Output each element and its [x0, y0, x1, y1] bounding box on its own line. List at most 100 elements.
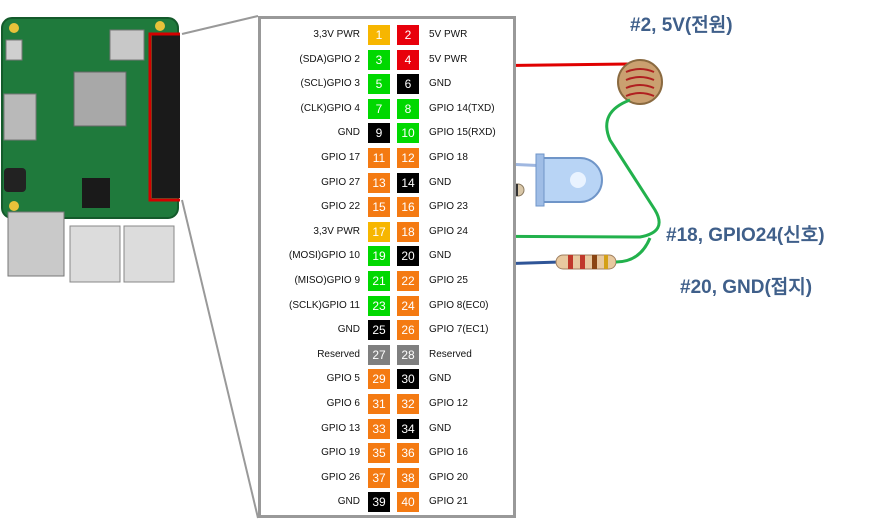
pin-number-right: 40: [397, 492, 419, 513]
pin-number-right: 28: [397, 344, 419, 365]
pin-number-left: 25: [368, 320, 390, 341]
pin-number-left: 11: [368, 148, 390, 168]
pin-label-left: GPIO 5: [326, 373, 360, 385]
pin-label-left: GPIO 13: [321, 422, 360, 434]
pin-label-right: GND: [429, 373, 452, 385]
pin-label-right: GND: [429, 422, 452, 434]
pin-number-left: 3: [368, 49, 390, 70]
pin-label-left: 3,3V PWR: [313, 29, 360, 40]
pin-label-left: GPIO 26: [321, 471, 360, 483]
usb-power-port-icon: [5, 39, 23, 61]
pin-label-right: GPIO 18: [429, 152, 468, 163]
mounting-hole-icon: [9, 201, 19, 211]
pin-number-left: 31: [368, 394, 390, 414]
raspberry-pi-board: [1, 17, 180, 283]
resistor-to-signal-wire: [615, 237, 652, 264]
pin-label-right: GPIO 24: [429, 225, 468, 237]
pin-label-right: GPIO 23: [429, 201, 468, 213]
pin-label-right: 5V PWR: [429, 53, 468, 65]
sensor-signal-wire: [419, 98, 661, 239]
pin-number-left: 7: [368, 98, 390, 119]
gpio-header-pins-icon: [148, 32, 180, 202]
pin-label-right: GPIO 16: [429, 447, 468, 459]
pin-label-left: (CLK)GPIO 4: [300, 102, 360, 114]
pin-label-left: GPIO 6: [326, 398, 360, 409]
photoresistor-icon: [617, 59, 663, 105]
pin-number-left: 23: [368, 295, 390, 316]
pin-row: (MOSI)GPIO 10 19 20 GND: [261, 244, 513, 268]
pin-label-right: GPIO 20: [429, 471, 468, 483]
pin-row: GPIO 17 11 12 GPIO 18: [261, 146, 513, 170]
ethernet-port-icon: [7, 211, 65, 277]
pin-label-right: Reserved: [429, 348, 472, 360]
audio-jack-icon: [4, 168, 26, 192]
pin-number-left: 19: [368, 246, 390, 267]
pin-label-left: Reserved: [317, 348, 360, 360]
pin-label-right: GPIO 15(RXD): [429, 127, 496, 139]
mounting-hole-icon: [9, 23, 19, 33]
pin-number-right: 6: [397, 74, 419, 95]
hdmi-port-icon: [3, 93, 37, 141]
pin-number-right: 4: [397, 49, 419, 70]
wireless-chip-icon: [109, 29, 145, 61]
pin-number-left: 13: [368, 172, 390, 193]
pin-label-left: GND: [337, 496, 360, 508]
pin-number-right: 26: [397, 320, 419, 341]
pin-label-right: GPIO 25: [429, 275, 468, 286]
pin-number-right: 16: [397, 197, 419, 218]
blue-led-icon: [535, 153, 603, 207]
pin-number-left: 29: [368, 369, 390, 390]
usb-port-icon: [69, 225, 121, 283]
pin-number-right: 10: [397, 123, 419, 144]
pin-label-right: GPIO 14(TXD): [429, 102, 495, 114]
pin-number-left: 9: [368, 123, 390, 144]
pin-number-right: 36: [397, 443, 419, 464]
pin-label-left: GPIO 19: [321, 447, 360, 459]
pin-row: GND 25 26 GPIO 7(EC1): [261, 318, 513, 342]
pin-label-right: GND: [429, 176, 452, 188]
pin-number-left: 5: [368, 74, 390, 95]
pin-label-left: GPIO 22: [321, 201, 360, 213]
pin-label-right: GPIO 7(EC1): [429, 324, 489, 336]
pin-label-left: GPIO 17: [321, 152, 360, 163]
pin-number-left: 37: [368, 467, 390, 488]
pin-label-left: (MOSI)GPIO 10: [288, 250, 360, 262]
pin-number-right: 34: [397, 418, 419, 439]
mounting-hole-icon: [155, 21, 165, 31]
pin-number-left: 35: [368, 443, 390, 464]
pin-number-right: 30: [397, 369, 419, 390]
usb-port-icon: [123, 225, 175, 283]
pin-number-left: 17: [368, 221, 390, 242]
pin-number-right: 22: [397, 271, 419, 291]
leader-line-top: [181, 15, 259, 35]
callout-signal: #18, GPIO24(신호): [666, 225, 825, 246]
pin-number-right: 2: [397, 25, 419, 45]
pin-label-left: GND: [337, 324, 360, 336]
callout-power: #2, 5V(전원): [630, 15, 733, 36]
pin-label-right: 5V PWR: [429, 29, 468, 40]
pin-label-right: GND: [429, 78, 452, 90]
pin-number-left: 21: [368, 271, 390, 291]
pin-number-left: 39: [368, 492, 390, 513]
pin-label-right: GPIO 21: [429, 496, 468, 508]
pin-number-right: 38: [397, 467, 419, 488]
pin-label-left: (MISO)GPIO 9: [294, 275, 360, 286]
pin-label-right: GPIO 12: [429, 398, 468, 409]
ram-chip-icon: [82, 178, 110, 208]
pin-number-right: 12: [397, 148, 419, 168]
pin-label-right: GND: [429, 250, 452, 262]
pin-number-right: 14: [397, 172, 419, 193]
pin-label-left: 3,3V PWR: [313, 225, 360, 237]
resistor-icon: [555, 254, 617, 270]
pin-number-right: 20: [397, 246, 419, 267]
